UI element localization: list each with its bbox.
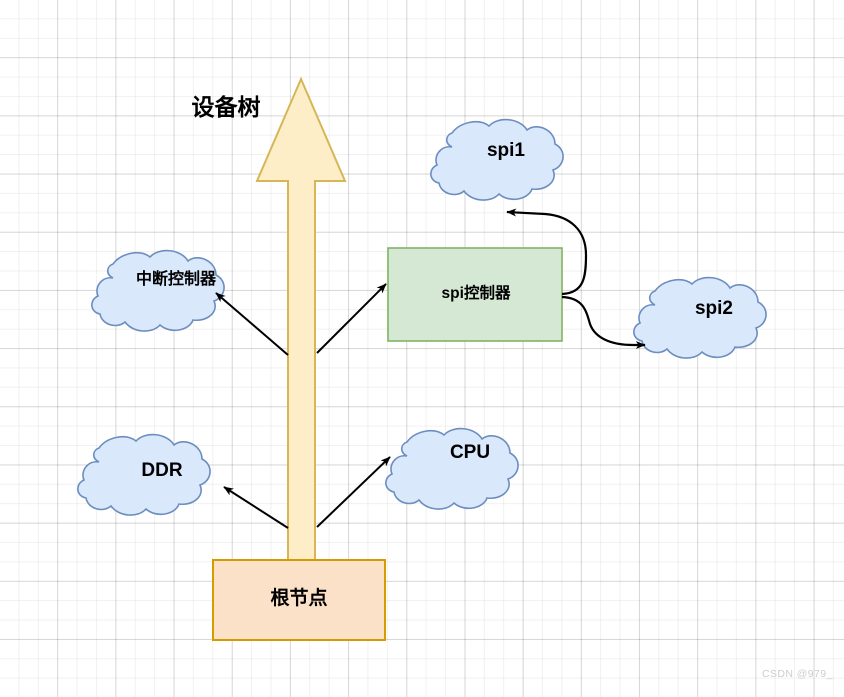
interrupt-controller-shape[interactable] [91,249,225,332]
connector-root-to-interrupt-controller [215,292,289,356]
root-node-shape[interactable] [212,559,386,641]
csdn-watermark: CSDN @979_ [762,668,833,680]
spi-controller-shape[interactable] [387,247,563,342]
spi1-shape[interactable] [430,118,564,201]
connector-root-to-cpu [316,456,391,528]
connector-root-to-spi-controller [316,283,387,354]
connector-spi-controller-to-spi2 [561,295,646,349]
connector-root-to-ddr [223,486,289,529]
ddr-shape[interactable] [77,433,211,516]
cpu-shape[interactable] [385,427,519,510]
spi2-shape[interactable] [633,276,767,359]
connector-spi-controller-to-spi1 [506,208,588,296]
device-tree-arrow-shape [255,76,347,565]
